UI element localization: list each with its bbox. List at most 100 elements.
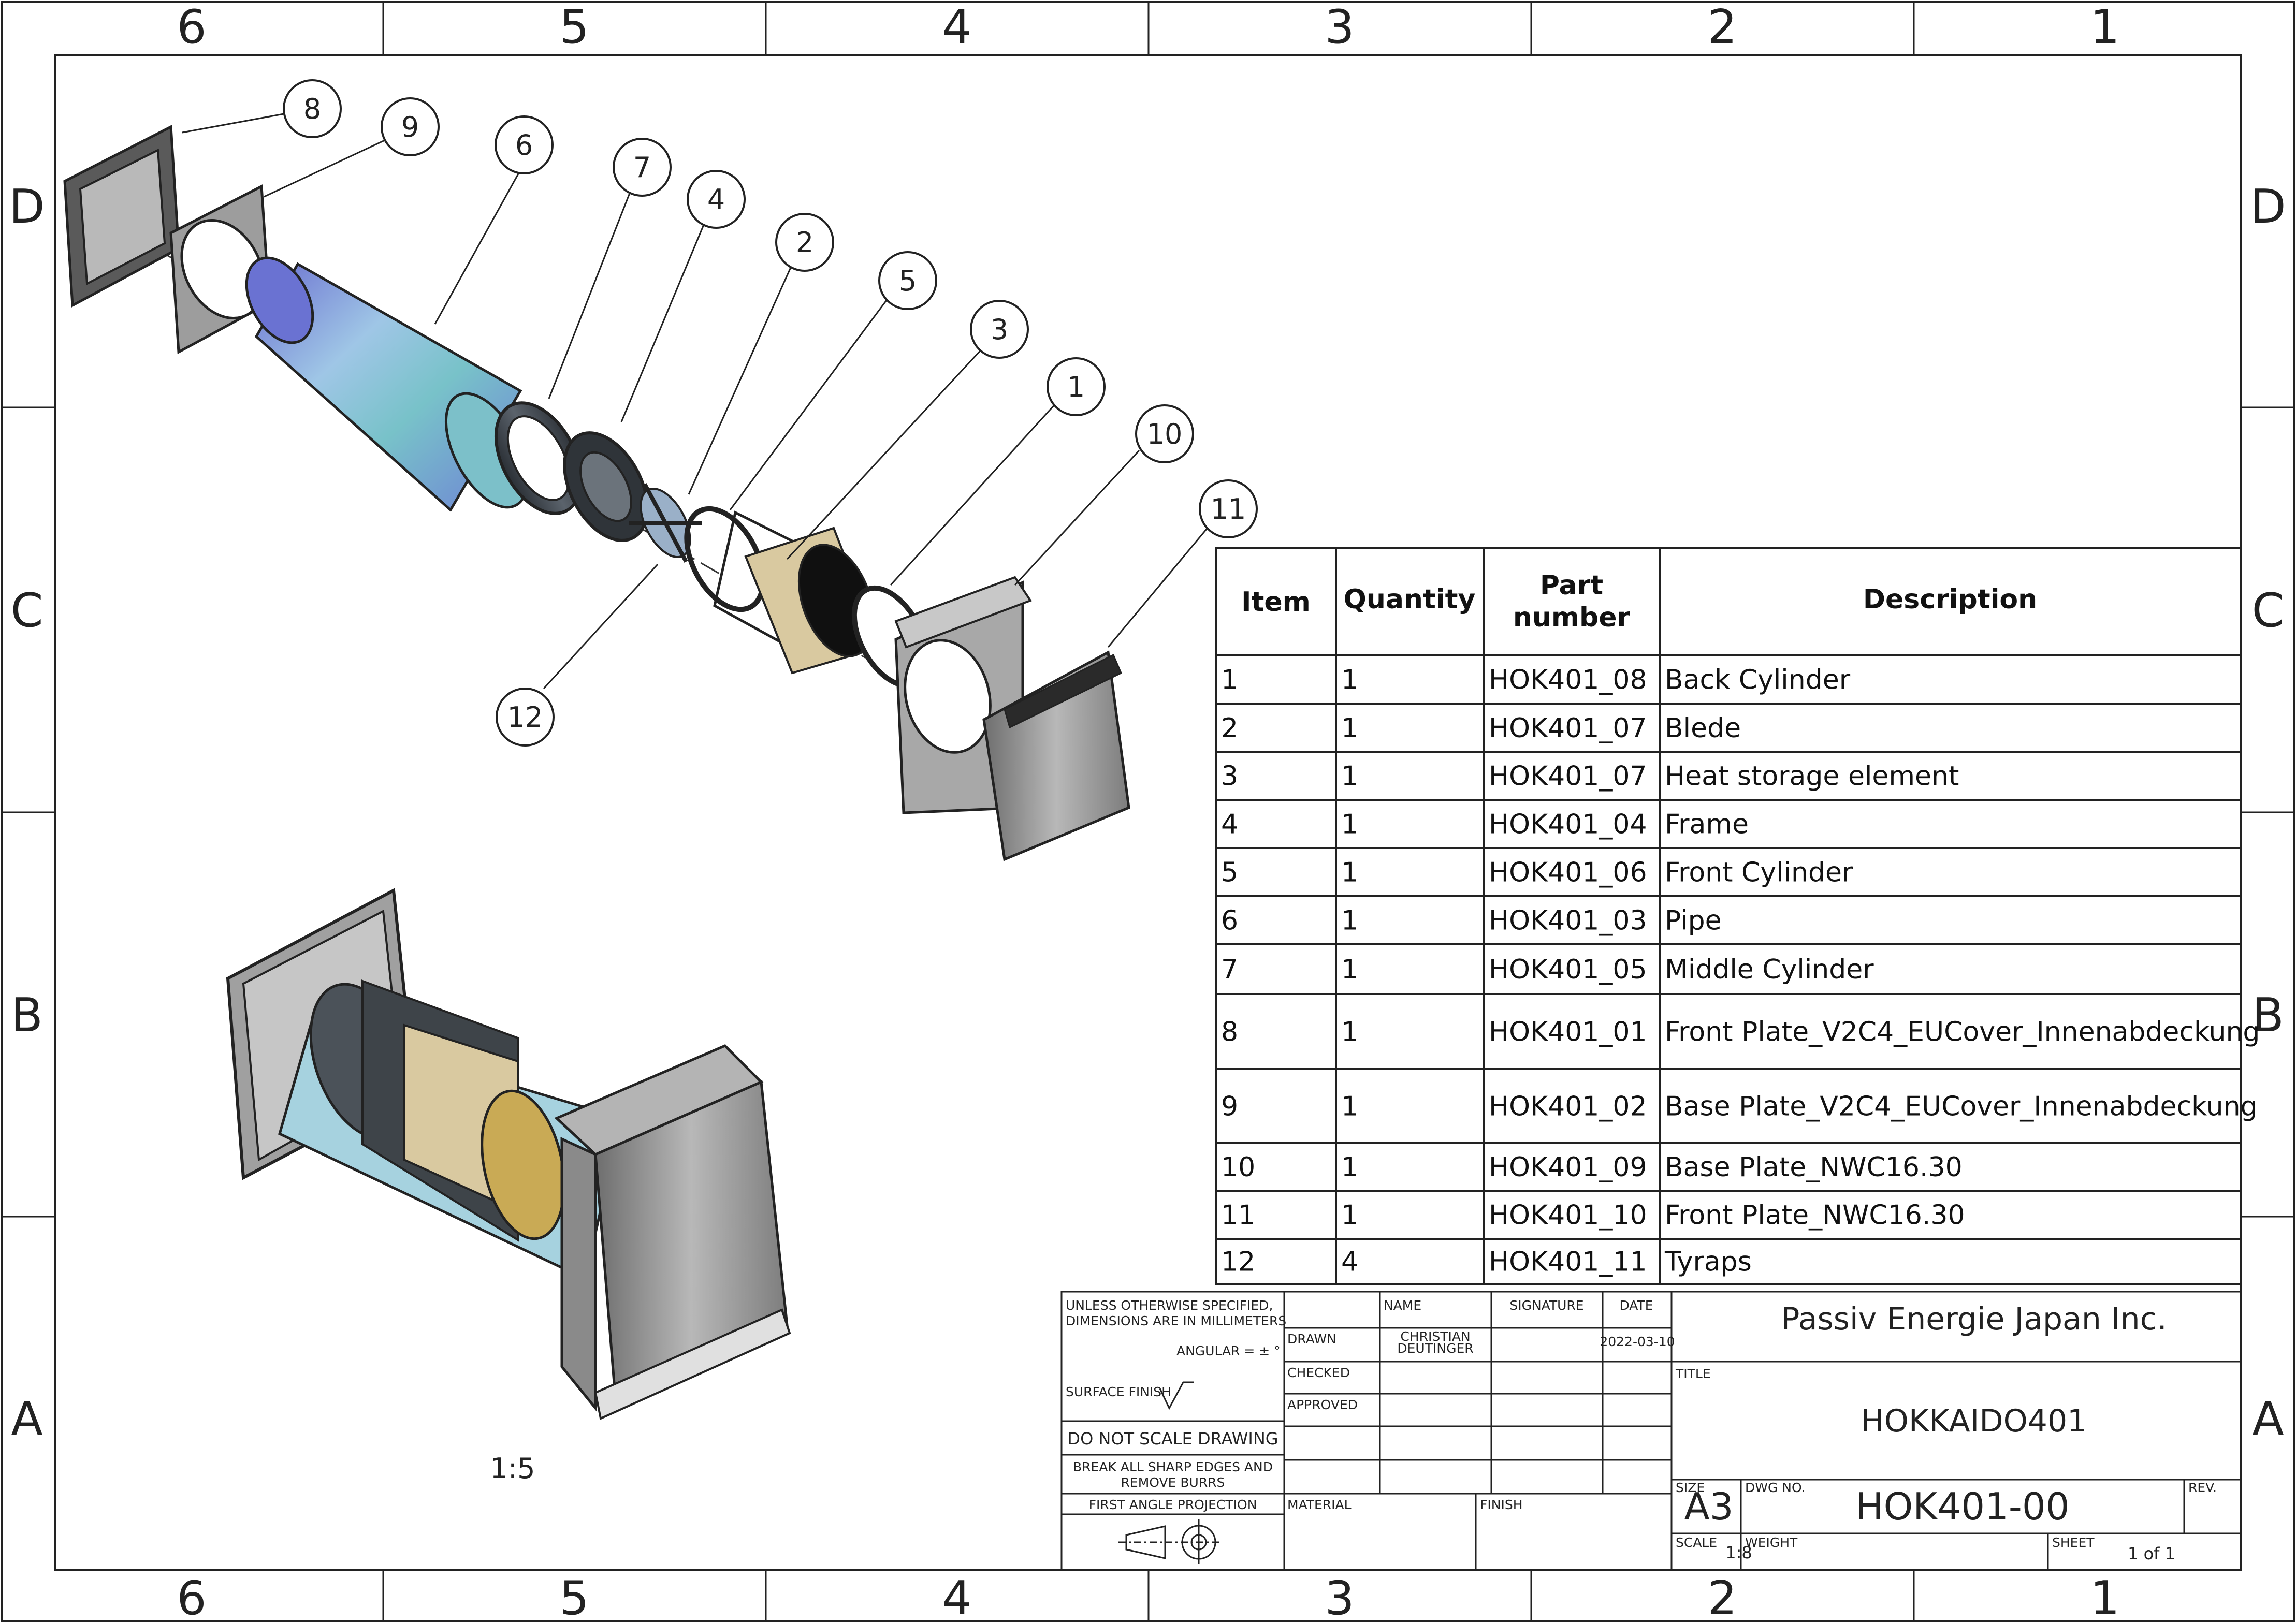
bom-cell-qty: 1	[1341, 905, 1358, 937]
tb-weight-label: WEIGHT	[1745, 1535, 1798, 1550]
zone-col-top-6: 1	[2090, 0, 2119, 54]
balloon-label-4: 4	[707, 183, 725, 216]
bom-cell-qty: 1	[1341, 761, 1358, 792]
tb-size: A3	[1684, 1485, 1733, 1528]
zone-col-bottom-2: 5	[559, 1571, 589, 1623]
balloon-label-10: 10	[1147, 418, 1183, 450]
bom-header: Item Quantity Part number Description	[1241, 570, 2037, 633]
bom-cell-qty: 1	[1341, 809, 1358, 840]
bom-cell-desc: Heat storage element	[1665, 761, 1959, 792]
zone-row-right-2: C	[2252, 583, 2285, 638]
balloon-label-3: 3	[991, 313, 1008, 346]
tb-drawn-date: 2022-03-10	[1600, 1334, 1675, 1349]
balloon-9	[381, 97, 440, 156]
bom-cell-item: 3	[1221, 761, 1238, 792]
title-block	[1060, 1291, 2242, 1571]
zone-col-top-1: 6	[177, 0, 206, 54]
bom-cell-qty: 1	[1341, 1091, 1358, 1122]
bom-cell-item: 10	[1221, 1152, 1255, 1183]
tb-finish: FINISH	[1480, 1497, 1523, 1512]
tb-dwg-label: DWG NO.	[1745, 1480, 1806, 1495]
exploded-view	[63, 125, 1130, 861]
tb-unless-line1: UNLESS OTHERWISE SPECIFIED,	[1066, 1298, 1273, 1313]
bom-cell-desc: Middle Cylinder	[1665, 954, 1874, 985]
zone-row-left-2: C	[11, 583, 43, 638]
balloon-circles	[283, 79, 1258, 747]
bom-cell-part: HOK401_07	[1489, 713, 1647, 744]
tb-do-not-scale: DO NOT SCALE DRAWING	[1067, 1429, 1278, 1449]
bom-cell-part: HOK401_06	[1489, 857, 1647, 888]
bom-cell-qty: 1	[1341, 857, 1358, 888]
tb-material: MATERIAL	[1287, 1497, 1352, 1512]
bom-cell-part: HOK401_11	[1489, 1247, 1647, 1278]
bom-cell-qty: 1	[1341, 1200, 1358, 1231]
bom-header-quantity: Quantity	[1344, 584, 1476, 615]
first-angle-projection-icon	[1118, 1519, 1222, 1564]
balloon-7	[613, 138, 672, 197]
bom-cell-part: HOK401_03	[1489, 905, 1647, 937]
surface-finish-icon	[1159, 1381, 1194, 1410]
bom-cell-item: 7	[1221, 954, 1238, 985]
zone-col-top-2: 5	[559, 0, 589, 54]
zone-col-top-4: 3	[1325, 0, 1354, 54]
zone-row-left-4: A	[11, 1392, 43, 1446]
zone-row-left-3: B	[11, 988, 43, 1043]
zone-col-bottom-4: 3	[1325, 1571, 1354, 1623]
bom-cell-desc: Front Plate_V2C4_EUCover_Innenabdeckung	[1665, 1017, 2260, 1048]
tb-sheet-label: SHEET	[2052, 1535, 2095, 1550]
balloon-label-9: 9	[401, 111, 419, 143]
bom-cell-item: 8	[1221, 1017, 1238, 1048]
zone-col-top-5: 2	[1707, 0, 1737, 54]
balloon-label-6: 6	[515, 129, 533, 162]
part-base-plate	[169, 184, 271, 355]
balloon-3	[970, 300, 1029, 359]
bom-header-part-line2: number	[1513, 602, 1631, 633]
tb-angular: ANGULAR = ± °	[1176, 1343, 1281, 1358]
zone-col-bottom-5: 2	[1707, 1571, 1737, 1623]
bom-cell-qty: 4	[1341, 1247, 1358, 1278]
tb-title-label: TITLE	[1675, 1366, 1711, 1381]
tb-size-label: SIZE	[1676, 1480, 1705, 1495]
balloon-label-11: 11	[1211, 493, 1246, 525]
bom-table	[1215, 547, 2242, 1285]
balloon-12	[496, 688, 555, 747]
zone-labels: 6 5 4 3 2 1 6 5 4 3 2 1 D C B A D C B A	[9, 0, 2286, 1623]
zone-col-bottom-6: 1	[2090, 1571, 2119, 1623]
tb-drawn-name-line1: CHRISTIAN	[1400, 1329, 1470, 1344]
bom-cell-item: 11	[1221, 1200, 1255, 1231]
bom-cell-desc: Frame	[1665, 809, 1749, 840]
bom-cell-item: 5	[1221, 857, 1238, 888]
bom-cell-desc: Base Plate_V2C4_EUCover_Innenabdeckung	[1665, 1091, 2258, 1122]
balloon-5	[878, 251, 937, 310]
part-pipe	[245, 256, 529, 512]
balloon-label-1: 1	[1067, 371, 1085, 403]
tb-scale-label: SCALE	[1676, 1535, 1717, 1550]
bom-cell-desc: Base Plate_NWC16.30	[1665, 1152, 1963, 1183]
bom-cell-desc: Pipe	[1665, 905, 1722, 937]
balloon-label-12: 12	[507, 701, 543, 734]
bom-header-part-line1: Part	[1540, 570, 1603, 601]
tb-drawn: DRAWN	[1287, 1332, 1336, 1347]
zone-row-right-1: D	[2250, 180, 2286, 234]
view-scale-label: 1:5	[490, 1452, 535, 1485]
bom-cell-item: 9	[1221, 1091, 1238, 1122]
tb-surface-finish: SURFACE FINISH	[1066, 1384, 1171, 1399]
tb-rev-label: REV.	[2188, 1480, 2217, 1495]
balloon-8	[283, 79, 342, 138]
balloon-11	[1199, 479, 1258, 538]
bom-cell-item: 1	[1221, 665, 1238, 696]
balloon-2	[775, 213, 834, 272]
bom-cell-qty: 1	[1341, 1017, 1358, 1048]
part-front-plate	[63, 125, 180, 308]
zone-col-bottom-1: 6	[177, 1571, 206, 1623]
part-frame	[563, 431, 649, 542]
bom-cell-part: HOK401_10	[1489, 1200, 1647, 1231]
bom-cell-desc: Tyraps	[1664, 1247, 1752, 1278]
bom-cell-part: HOK401_07	[1489, 761, 1647, 792]
tb-col-date: DATE	[1619, 1298, 1653, 1313]
tb-title: HOKKAIDO401	[1861, 1403, 2087, 1439]
bom-cell-part: HOK401_02	[1489, 1091, 1647, 1122]
balloons	[182, 113, 1213, 690]
